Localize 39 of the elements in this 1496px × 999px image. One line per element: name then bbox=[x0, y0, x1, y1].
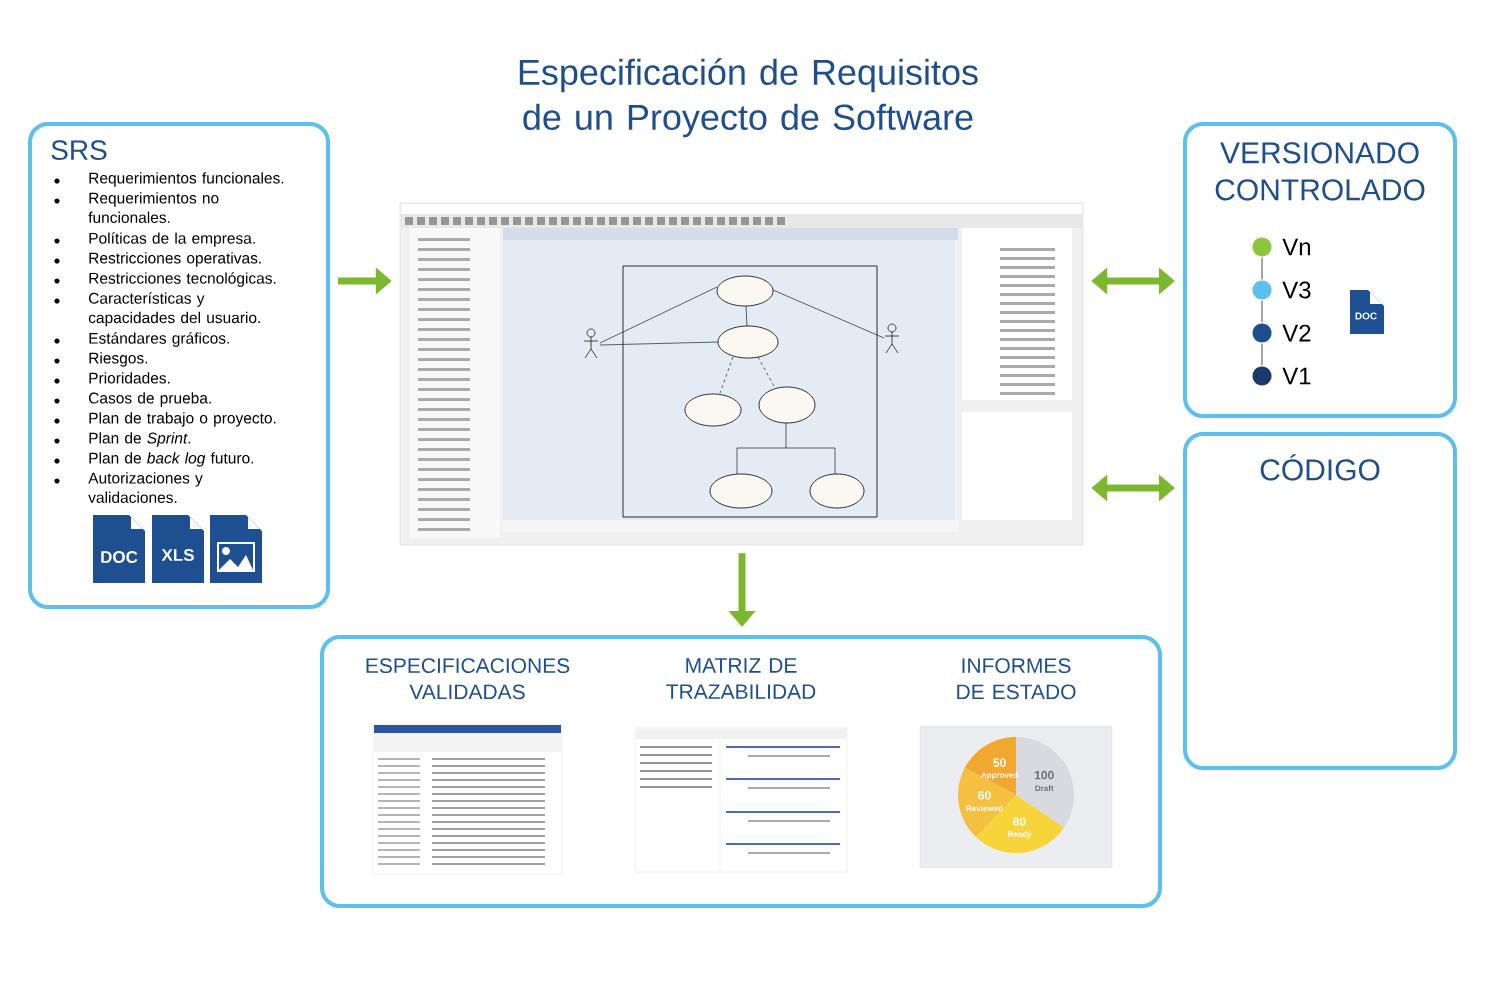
list-item: Autorizaciones y validaciones. bbox=[88, 472, 203, 503]
version-label: Vn bbox=[1282, 238, 1310, 256]
list-item: Requerimientos funcionales. bbox=[89, 172, 284, 187]
list-item: Prioridades. bbox=[89, 372, 170, 384]
version-label: V2 bbox=[1282, 324, 1311, 342]
list-item: Estándares gráficos. bbox=[89, 332, 229, 347]
list-item: Plan de trabajo o proyecto. bbox=[89, 412, 276, 427]
list-item: Restricciones operativas. bbox=[89, 252, 261, 267]
box-heading: SRS bbox=[51, 140, 107, 160]
list-item: Plan de Sprint. bbox=[89, 432, 191, 447]
list-item: Plan de back log futuro. bbox=[89, 452, 254, 467]
list-item: Características y capacidades del usuario. bbox=[88, 292, 260, 327]
category-label: Reviewed bbox=[966, 805, 1003, 812]
column-heading: INFORMES DE ESTADO bbox=[957, 658, 1076, 700]
version-dot bbox=[1252, 237, 1310, 257]
version-label: V1 bbox=[1282, 367, 1311, 385]
box-heading: CÓDIGO bbox=[1260, 454, 1380, 481]
data-label: 80 bbox=[1013, 817, 1026, 826]
category-label: Ready bbox=[1007, 831, 1032, 839]
data-label: 100 bbox=[1034, 770, 1054, 780]
table-thumbnail bbox=[634, 658, 848, 873]
box-heading: VERSIONADO CONTROLADO bbox=[1215, 142, 1425, 201]
column-heading: ESPECIFICACIONES VALIDADAS bbox=[366, 658, 570, 700]
category-label: Draft bbox=[1035, 785, 1054, 792]
version-dot bbox=[1252, 366, 1311, 386]
list-item: Restricciones tecnológicas. bbox=[89, 272, 276, 287]
document-thumbnail bbox=[366, 658, 570, 875]
data-label: 60 bbox=[978, 790, 991, 800]
list-item: Riesgos. bbox=[89, 352, 148, 367]
version-dot bbox=[1252, 323, 1311, 343]
list-item: Requerimientos no funcionales. bbox=[88, 192, 219, 223]
data-label: 50 bbox=[993, 758, 1006, 767]
column-heading: MATRIZ DE TRAZABILIDAD bbox=[666, 658, 816, 699]
title: Especificación de Requisitos de un Proyecto de Software bbox=[519, 58, 978, 138]
list-item: Políticas de la empresa. bbox=[89, 232, 255, 247]
software-screenshot bbox=[399, 202, 1084, 546]
version-dot bbox=[1252, 280, 1311, 300]
version-label: V3 bbox=[1282, 281, 1311, 299]
list-item: Casos de prueba. bbox=[89, 392, 211, 407]
